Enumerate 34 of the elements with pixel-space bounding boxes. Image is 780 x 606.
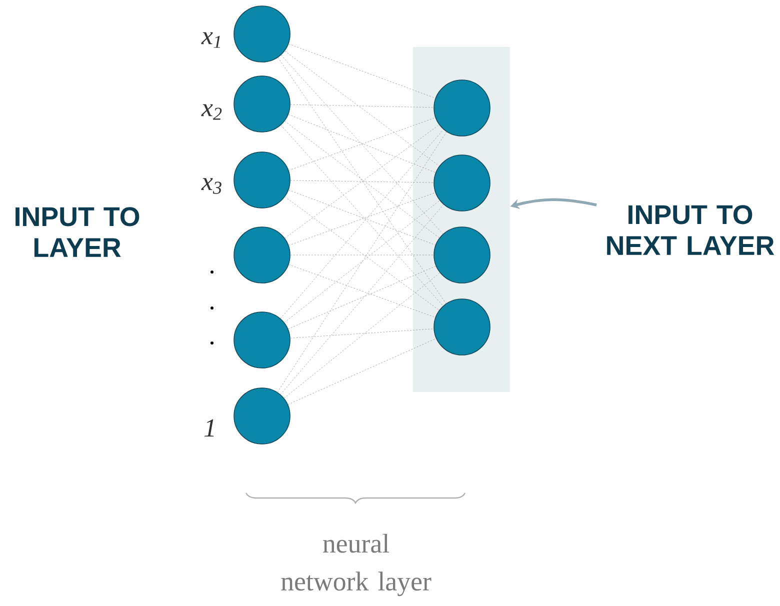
input-label: x$_{3}$ xyxy=(201,178,222,194)
connection-line xyxy=(284,50,440,166)
neuron-circle xyxy=(234,6,290,62)
neuron-circle xyxy=(234,312,290,368)
connection-line xyxy=(290,328,434,338)
connection-line xyxy=(288,338,436,405)
neuron-circle xyxy=(234,152,290,208)
input-label: 1 xyxy=(204,419,214,437)
connection-line xyxy=(284,272,440,398)
neuron-circle xyxy=(234,388,290,444)
neuron-circle xyxy=(434,80,490,136)
neuron-circle xyxy=(434,298,490,356)
connection-line xyxy=(280,204,444,395)
caption-text: neural network layer xyxy=(281,534,432,596)
input-label: x$_{2}$ xyxy=(201,104,222,120)
connection-line xyxy=(288,266,436,330)
connection-line xyxy=(288,44,436,98)
heading-text: INPUT TO NEXT LAYER xyxy=(607,205,774,255)
neuron-circle xyxy=(434,154,490,212)
connection-line xyxy=(290,254,434,256)
neuron-circle xyxy=(434,226,490,284)
ellipsis-dot: . xyxy=(210,341,214,345)
ellipsis-dot: . xyxy=(210,306,214,310)
connection-line xyxy=(278,57,446,304)
input-label: x$_{1}$ xyxy=(201,32,220,48)
neuron-circle xyxy=(234,226,290,284)
connection-line xyxy=(288,264,436,318)
connection-line xyxy=(277,132,447,392)
ellipsis-dot: . xyxy=(210,270,214,274)
neuron-circle xyxy=(234,76,290,132)
connection-line xyxy=(290,180,434,183)
connection-line xyxy=(280,54,444,234)
heading-text: INPUT TO LAYER xyxy=(16,207,140,257)
connection-line xyxy=(290,104,434,108)
